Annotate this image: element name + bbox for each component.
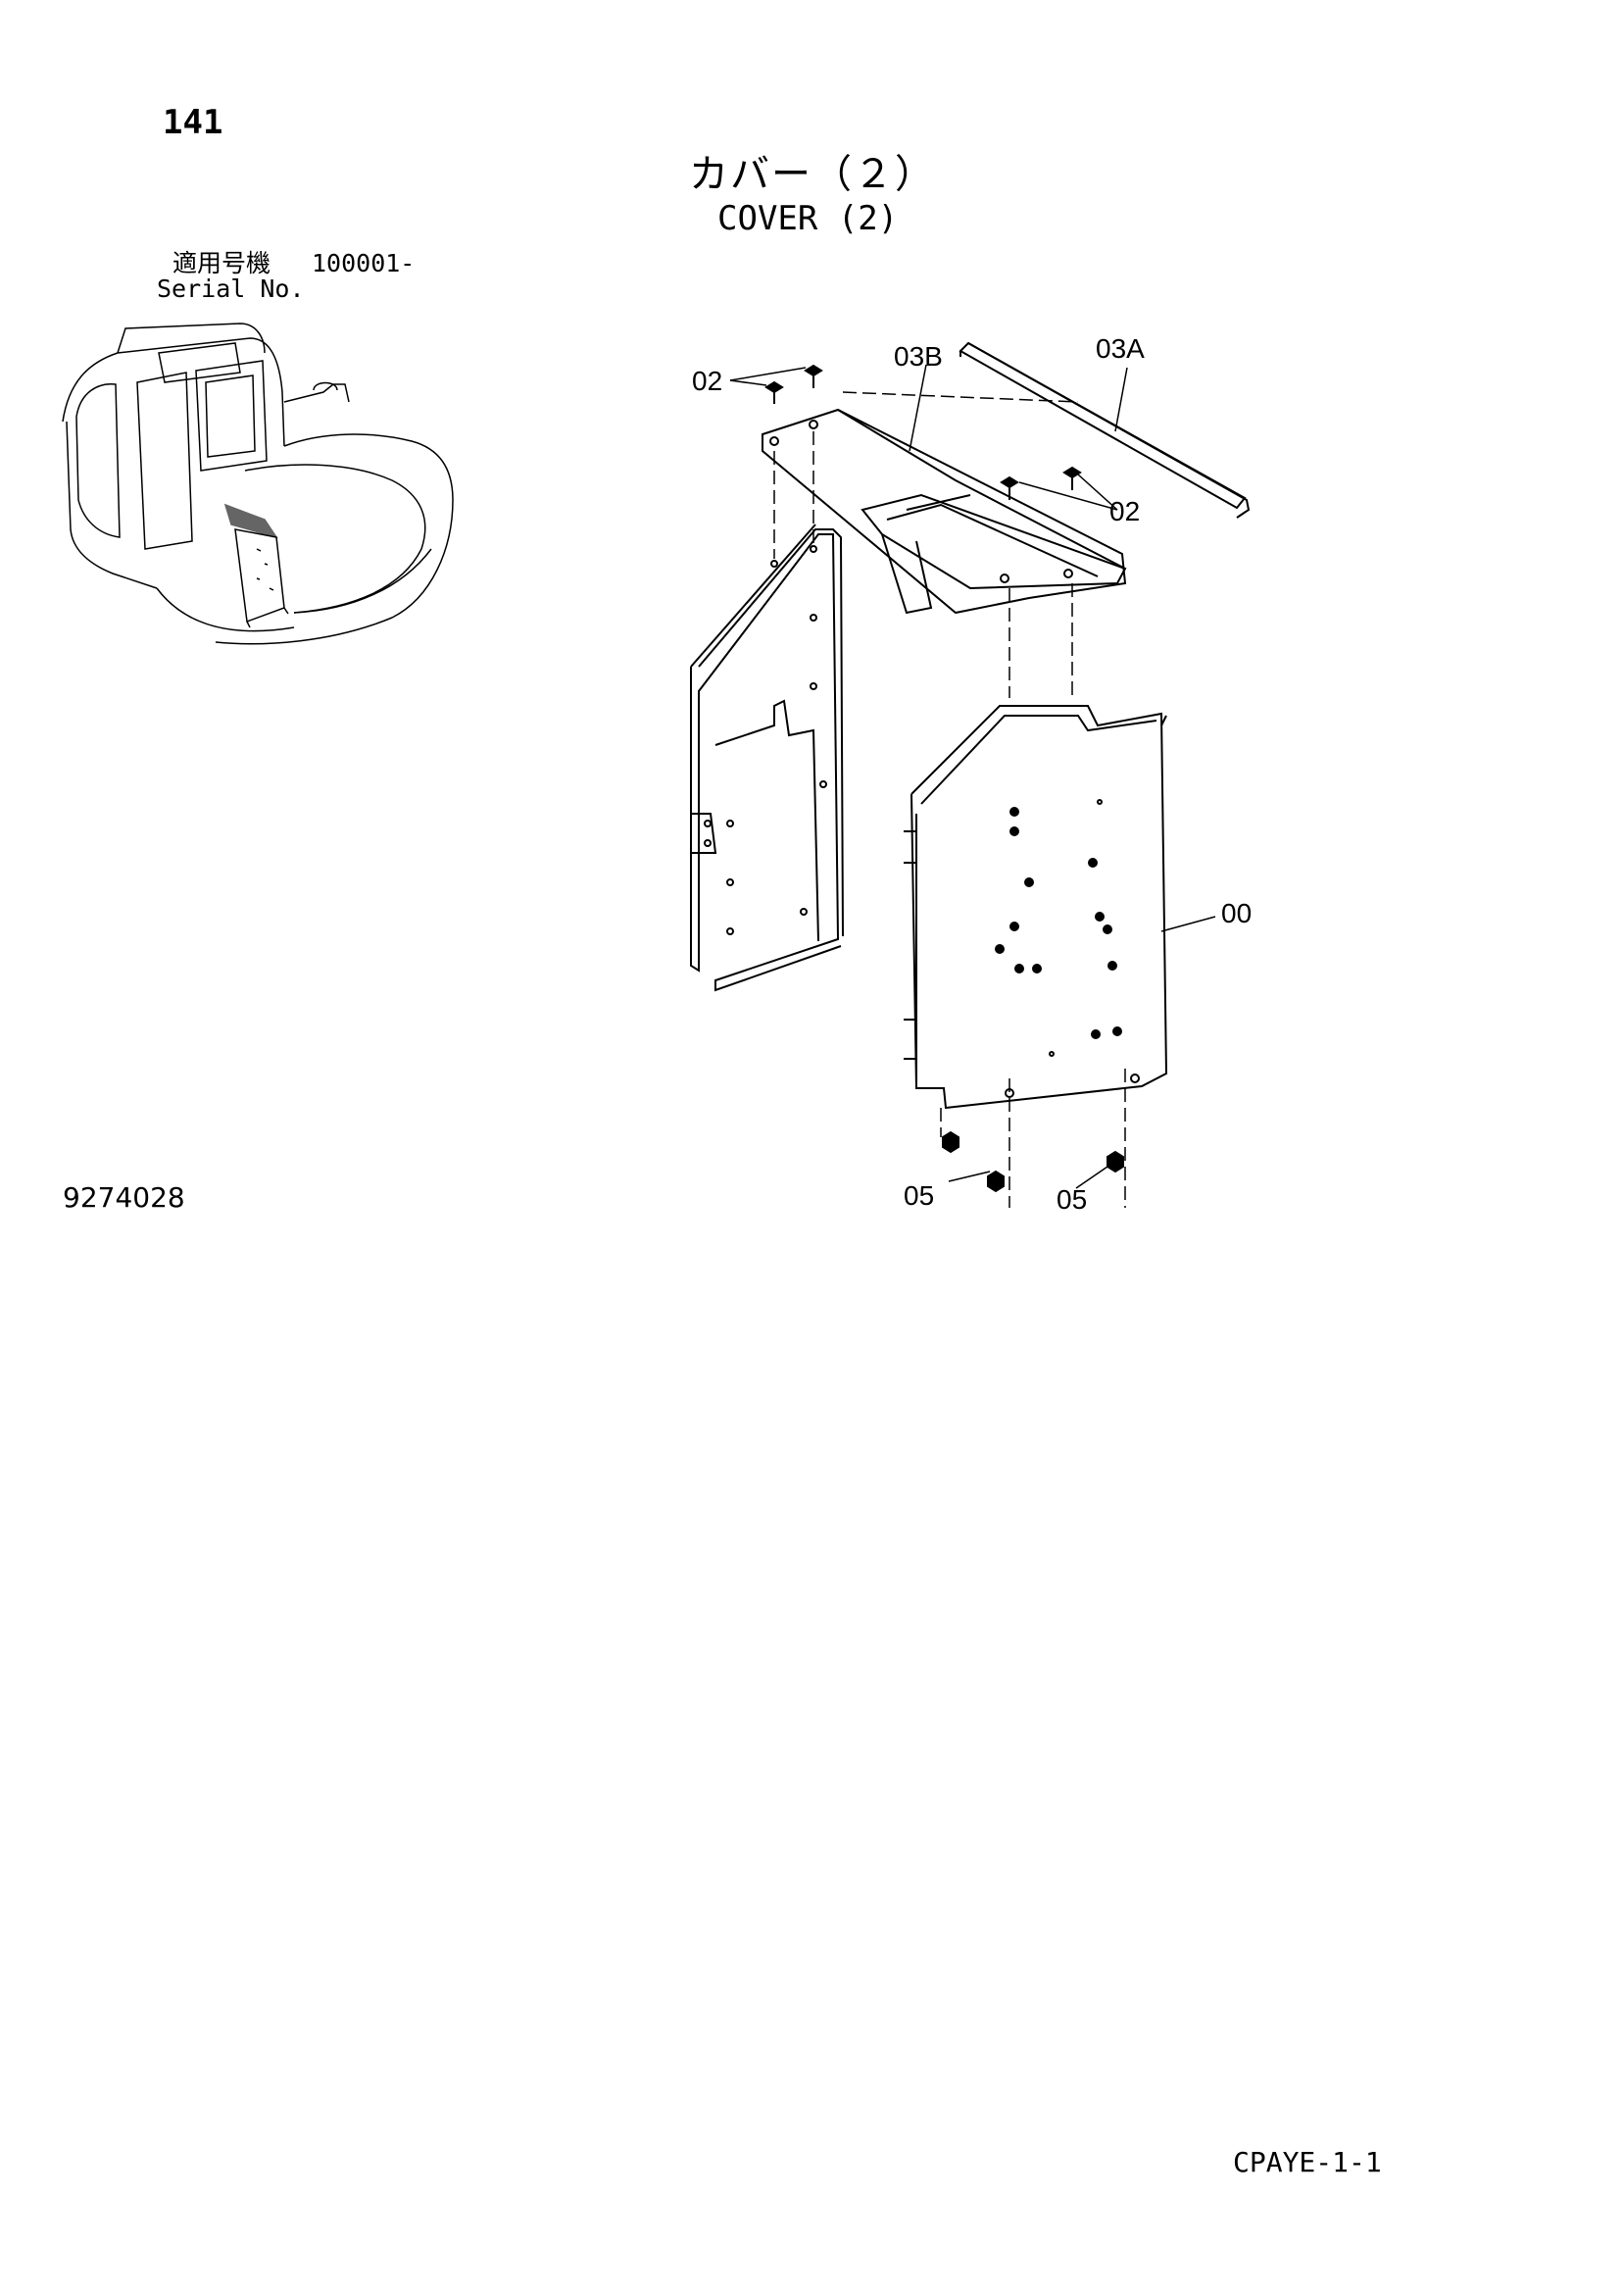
title-english: COVER (2) — [717, 199, 899, 238]
callout-05-left: 05 — [904, 1180, 935, 1211]
seal-strip-03a — [959, 341, 1251, 519]
serial-label-english: Serial No. — [157, 275, 305, 303]
drawing-number: 9274028 — [63, 1181, 185, 1214]
serial-label-japanese: 適用号機 — [172, 249, 271, 277]
bolts-02-top — [764, 364, 1082, 500]
title-japanese: カバー（２） — [689, 152, 936, 197]
callout-03a: 03A — [1096, 333, 1145, 364]
callout-02-right: 02 — [1109, 496, 1141, 526]
callout-00: 00 — [1221, 898, 1253, 928]
callout-03b: 03B — [894, 341, 943, 372]
serial-number: 100001- — [312, 249, 416, 277]
left-side-panel — [690, 524, 844, 992]
nuts-05-bottom — [942, 1130, 1124, 1193]
footer-code: CPAYE-1-1 — [1233, 2146, 1382, 2178]
excavator-cab-outline — [62, 323, 454, 645]
leader-lines — [729, 364, 1216, 1189]
alignment-lines — [773, 391, 1126, 1208]
top-cover-plate-03b — [762, 408, 1127, 615]
callout-05-right: 05 — [1057, 1184, 1088, 1215]
main-cover-panel-00 — [904, 705, 1168, 1110]
page-number: 141 — [163, 103, 223, 142]
callout-02-top: 02 — [692, 366, 723, 396]
